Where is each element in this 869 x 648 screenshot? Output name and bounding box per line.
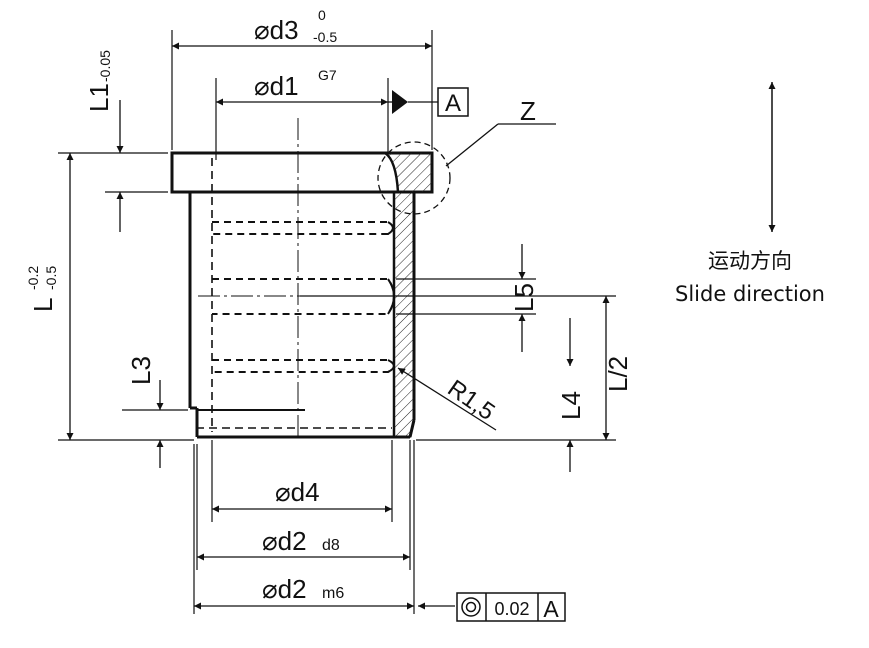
- dim-L-lower-tol: -0.5: [43, 266, 59, 290]
- dim-d2-m6: ⌀d2: [262, 574, 307, 604]
- dim-d2-d8: ⌀d2: [262, 526, 307, 556]
- dimension-labels: ⌀d3 0 -0.5 ⌀d1 G7 ⌀d4 ⌀d2 d8 ⌀d2 m6 L1 -…: [25, 7, 633, 604]
- dim-d4: ⌀d4: [275, 477, 320, 507]
- dim-d2-d8-fit: d8: [322, 537, 340, 554]
- motion-label-cn: 运动方向: [708, 249, 792, 273]
- detail-label: Z: [520, 96, 536, 126]
- dim-L-upper-tol: -0.2: [25, 266, 41, 290]
- dim-L3: L3: [126, 356, 156, 385]
- dim-d3-upper-tol: 0: [318, 7, 326, 23]
- tolerance-datum: A: [543, 596, 559, 622]
- svg-text:⌀d3: ⌀d3: [254, 15, 299, 45]
- dim-d1: ⌀d1: [254, 71, 299, 101]
- dim-L: L: [28, 298, 58, 312]
- tolerance-frame: 0.02 A: [456, 592, 566, 622]
- dim-d1-fit: G7: [318, 67, 337, 83]
- detail-z: Z: [377, 96, 556, 215]
- dim-L-half: L/2: [603, 356, 633, 392]
- dimension-lines: [66, 42, 610, 610]
- dim-L5: L5: [509, 283, 539, 312]
- dim-d2-m6-fit: m6: [322, 585, 344, 602]
- dim-radius: R1,5: [443, 375, 500, 426]
- tolerance-value: 0.02: [494, 599, 529, 619]
- dim-d3: ⌀d3: [254, 15, 299, 45]
- datum-a-feature: A: [388, 87, 469, 117]
- dim-d3-lower-tol: -0.5: [313, 29, 337, 45]
- extension-lines: [58, 30, 616, 614]
- dim-L1: L1: [84, 83, 114, 112]
- concentricity-icon: [461, 597, 481, 617]
- dim-L1-tol: -0.05: [97, 50, 113, 82]
- datum-letter: A: [445, 90, 461, 117]
- hidden-lines: [196, 158, 392, 432]
- dim-L4: L4: [556, 391, 586, 420]
- motion-label-en: Slide direction: [675, 282, 825, 306]
- oil-grooves: [212, 221, 395, 373]
- section-hatch: [384, 151, 432, 438]
